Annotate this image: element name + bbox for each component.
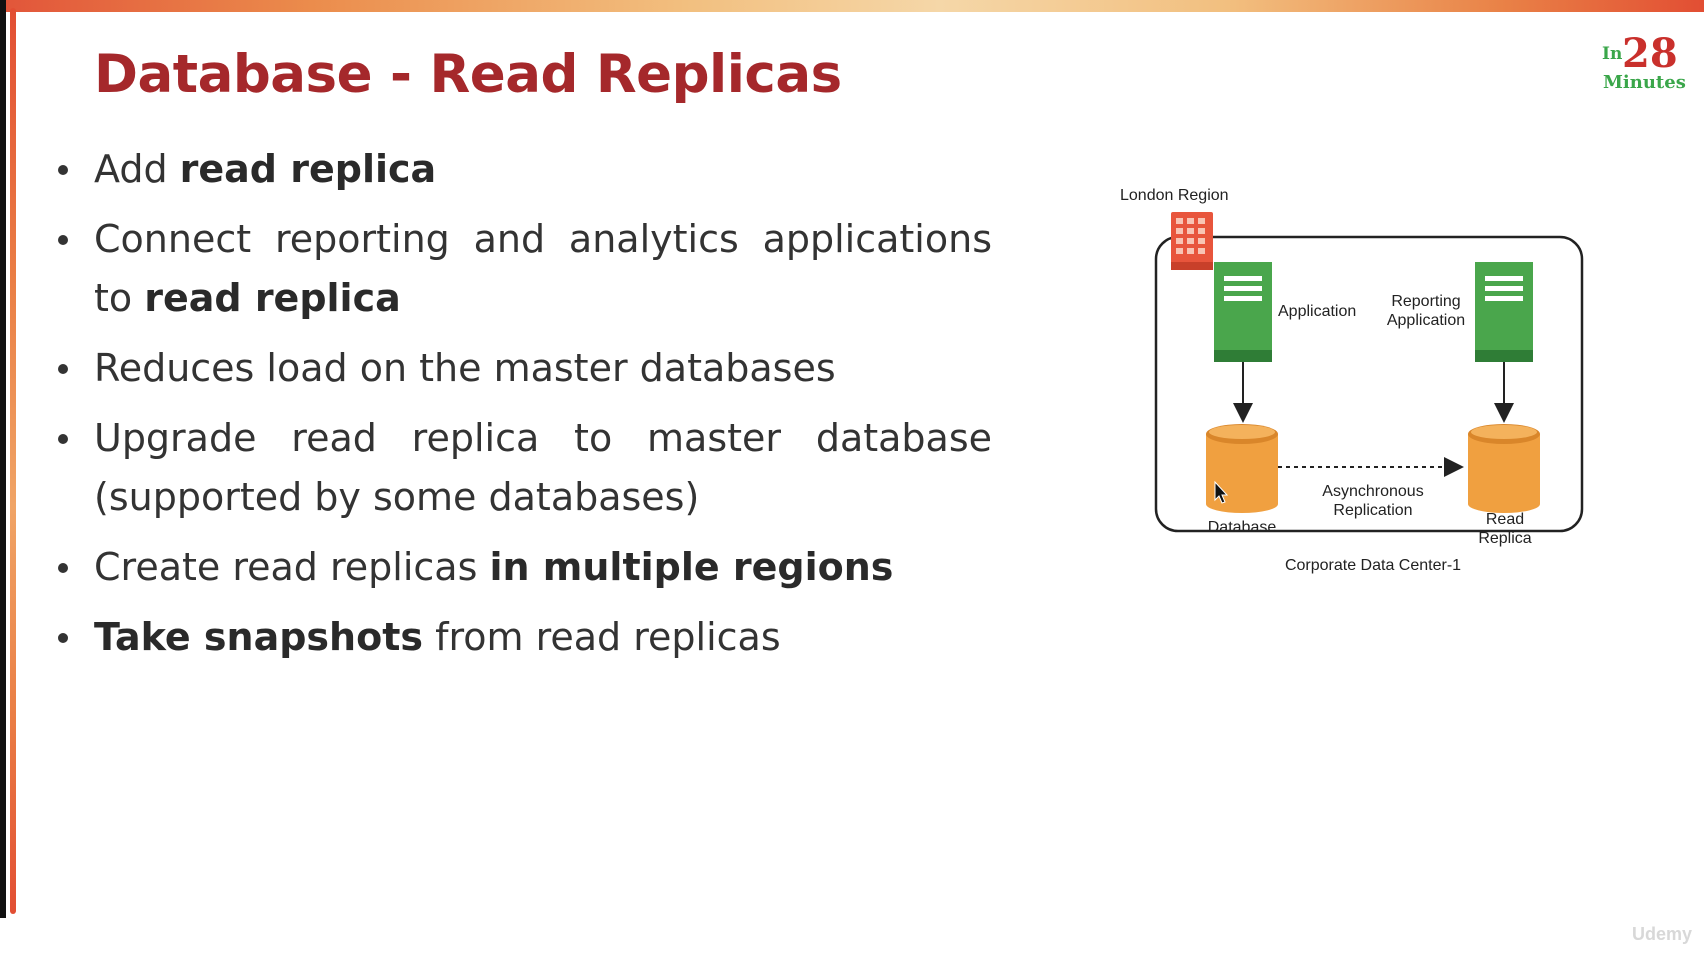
bullet-item: Take snapshots from read replicas [52,608,992,667]
container-label: Corporate Data Center-1 [1284,557,1462,574]
bullet-item: Connect reporting and analytics applicat… [52,210,992,328]
slide-title: Database - Read Replicas [94,44,842,105]
bullet-dot-icon [58,563,68,573]
bullet-bold-text: read replica [179,147,437,191]
application-label: Application [1278,303,1357,320]
watermark: Udemy [1632,924,1693,944]
bullet-text: Create read replicas [94,545,490,589]
bullet-dot-icon [58,364,68,374]
region-icon [1171,212,1213,270]
bullet-item: Upgrade read replica to master database … [52,409,992,527]
database-label: Database [1207,519,1277,536]
bullet-dot-icon [58,434,68,444]
top-border [6,0,1704,12]
mouse-cursor-icon [1214,480,1229,504]
bullet-dot-icon [58,165,68,175]
bullet-text: Upgrade read replica to master database … [94,416,992,519]
logo-number: 28 [1622,30,1678,77]
bullet-text: from read replicas [423,615,781,659]
database-icon [1206,424,1278,513]
bottom-strip [0,918,1704,958]
replication-label: Asynchronous Replication [1322,483,1424,519]
read-replica-icon [1468,424,1540,513]
bullet-bold-text: Take snapshots [94,615,423,659]
read-replica-diagram: London Region Application Reporting Appl… [1110,182,1590,582]
reporting-server-icon [1475,262,1533,362]
in28minutes-logo: In 28 Minutes [1598,30,1694,94]
left-border [10,8,16,914]
logo-prefix: In [1602,44,1623,64]
bullet-text: Connect reporting and analytics applicat… [94,217,992,320]
left-edge-strip [0,0,6,958]
bullet-bold-text: read replica [144,276,401,320]
application-server-icon [1214,262,1272,362]
region-label: London Region [1120,187,1229,204]
bullet-text: Add [94,147,180,191]
bullet-item: Add read replica [52,140,992,199]
bullet-item: Reduces load on the master databases [52,339,992,398]
diagram-graphics [1154,212,1584,533]
bullet-dot-icon [58,633,68,643]
logo-suffix: Minutes [1603,72,1686,93]
bullet-item: Create read replicas in multiple regions [52,538,992,597]
reporting-label: Reporting Application [1386,293,1466,329]
bullet-text: Reduces load on the master databases [94,346,836,390]
bullet-dot-icon [58,235,68,245]
bullet-bold-text: in multiple regions [489,545,894,589]
replica-label: Read Replica [1478,511,1532,547]
